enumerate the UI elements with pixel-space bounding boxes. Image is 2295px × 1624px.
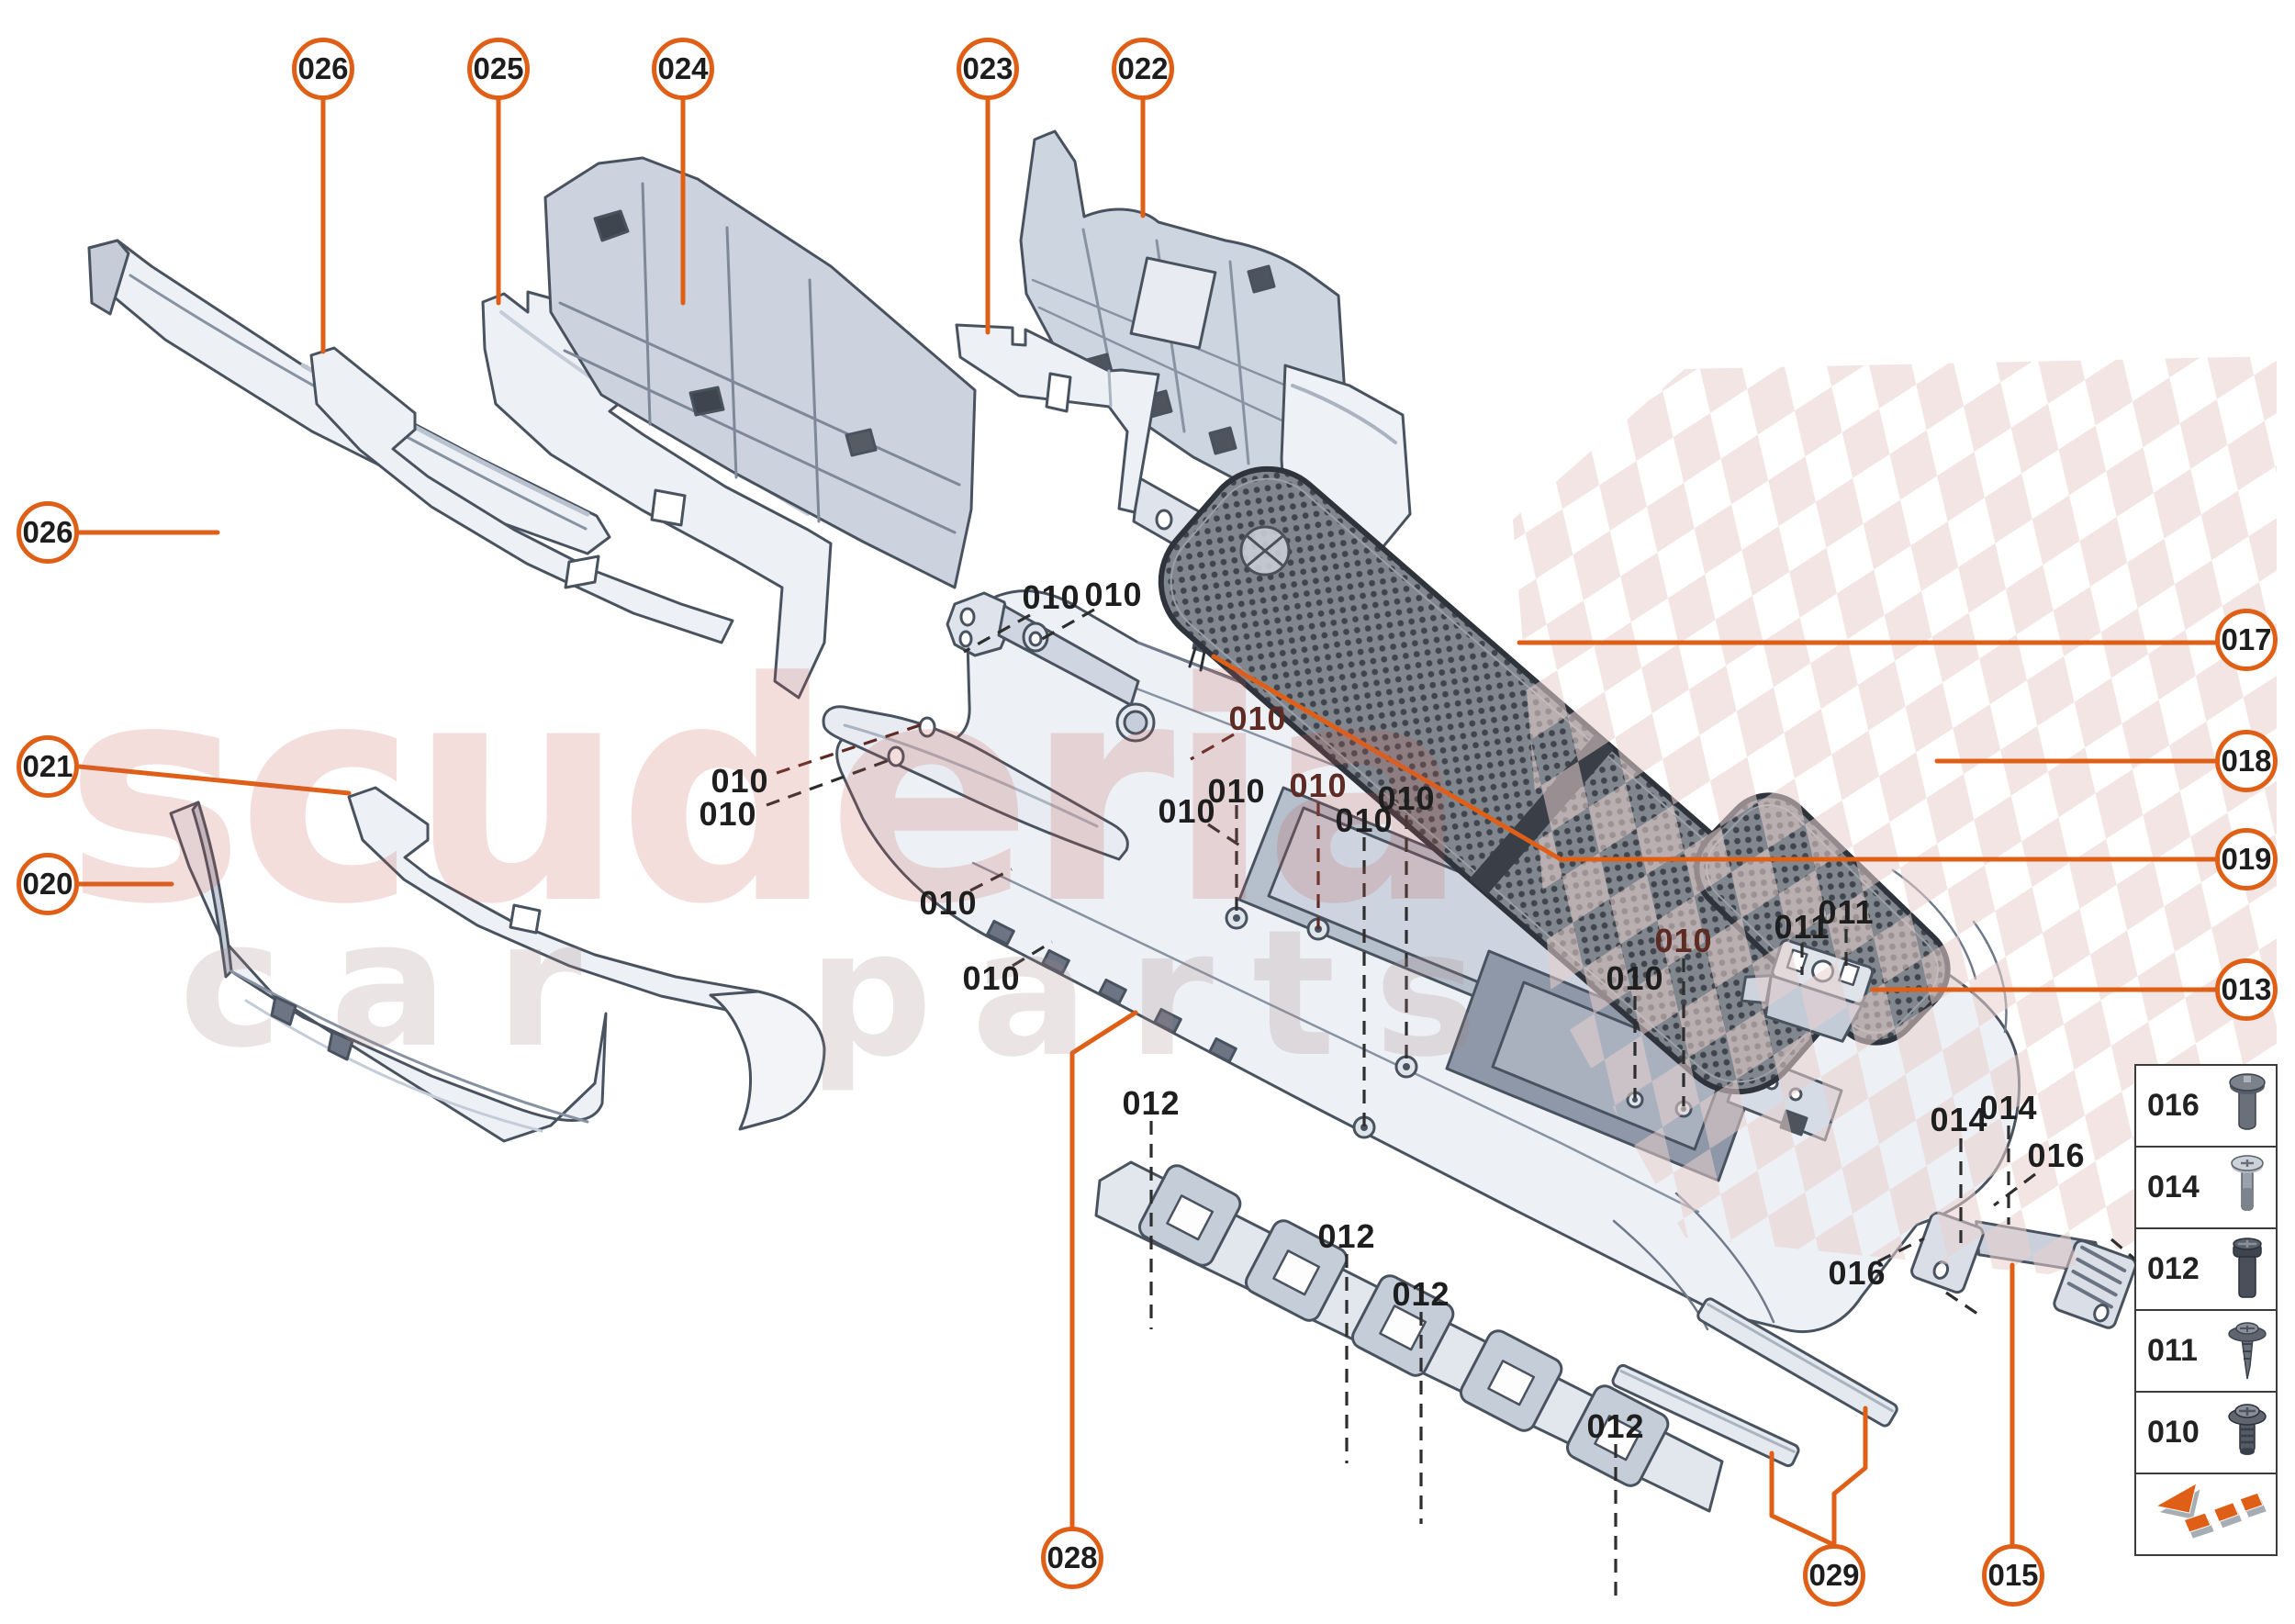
- part-ref-label-010: 010: [699, 795, 757, 833]
- part-ref-label-012: 012: [1122, 1084, 1181, 1122]
- callout-026-left[interactable]: 026: [17, 501, 79, 564]
- legend-code: 011: [2147, 1333, 2198, 1368]
- part-ref-label-010: 010: [711, 762, 769, 800]
- insulation-panel-023: [955, 323, 1160, 514]
- part-ref-label-010: 010: [919, 884, 978, 922]
- legend-row-010: 010: [2136, 1393, 2276, 1474]
- part-ref-label-011: 011: [1818, 893, 1875, 931]
- part-ref-label-010: 010: [1606, 959, 1664, 997]
- legend-logo-cell: [2136, 1474, 2276, 1554]
- callout-leader-lines: [76, 97, 2218, 1547]
- part-ref-label-012: 012: [1317, 1217, 1376, 1255]
- legend-code: 010: [2147, 1415, 2200, 1450]
- part-ref-label-014: 014: [1979, 1089, 2038, 1126]
- part-ref-label-010: 010: [1022, 578, 1080, 616]
- sill-strips-029: [1611, 1297, 1898, 1468]
- part-ref-label-010: 010: [1654, 922, 1713, 959]
- legend-code: 012: [2147, 1251, 2200, 1286]
- legend-code: 014: [2147, 1170, 2200, 1204]
- fastener-leader-dashes: [766, 608, 2143, 1599]
- part-ref-label-010: 010: [1377, 779, 1436, 817]
- callout-022[interactable]: 022: [1112, 38, 1174, 100]
- part-ref-label-016: 016: [1828, 1254, 1886, 1292]
- mounting-rail-028: [1094, 1160, 1724, 1513]
- part-ref-label-010: 010: [1084, 576, 1143, 613]
- ribbed-panel-024: [543, 156, 977, 589]
- part-ref-label-010: 010: [1207, 772, 1266, 810]
- part-ref-label-010: 010: [1335, 801, 1394, 839]
- legend-row-014: 014: [2136, 1148, 2276, 1229]
- callout-021[interactable]: 021: [17, 735, 79, 798]
- insulation-strip-021: [347, 786, 826, 1131]
- legend-code: 016: [2147, 1088, 2200, 1123]
- callout-017[interactable]: 017: [2215, 609, 2278, 671]
- flange-head-screw-icon: [2226, 1400, 2268, 1466]
- part-ref-label-010: 010: [1228, 700, 1287, 737]
- callout-018[interactable]: 018: [2215, 730, 2278, 792]
- checkered-flag-watermark: [1513, 356, 2277, 1274]
- callout-026-top[interactable]: 026: [292, 38, 354, 100]
- lower-tray-020: [169, 801, 608, 1143]
- callout-029[interactable]: 029: [1803, 1544, 1865, 1607]
- callout-023[interactable]: 023: [957, 38, 1019, 100]
- part-ref-label-010: 010: [1158, 792, 1216, 830]
- callout-025[interactable]: 025: [467, 38, 530, 100]
- callout-024[interactable]: 024: [652, 38, 714, 100]
- self-tapping-screw-icon: [2226, 1318, 2268, 1384]
- part-ref-label-014: 014: [1930, 1101, 1988, 1138]
- legend-row-016: 016: [2136, 1066, 2276, 1148]
- fastener-legend-table: 016 014 012: [2134, 1064, 2278, 1556]
- callout-013[interactable]: 013: [2215, 958, 2278, 1021]
- pan-head-screw-icon: [2226, 1154, 2268, 1221]
- part-ref-label-012: 012: [1392, 1275, 1450, 1313]
- callout-019[interactable]: 019: [2215, 828, 2278, 890]
- part-ref-label-012: 012: [1586, 1407, 1645, 1445]
- part-ref-label-010: 010: [962, 959, 1021, 997]
- part-ref-label-010: 010: [1289, 767, 1348, 804]
- part-ref-label-016: 016: [2027, 1137, 2086, 1174]
- legend-row-011: 011: [2136, 1311, 2276, 1393]
- legend-row-012: 012: [2136, 1229, 2276, 1311]
- scuderia-arrow-logo-icon: [2147, 1480, 2268, 1550]
- cylinder-head-screw-icon: [2226, 1237, 2268, 1303]
- callout-020[interactable]: 020: [17, 853, 79, 915]
- dome-rivet-screw-icon: [2226, 1072, 2268, 1139]
- insulation-panel-026: [309, 346, 734, 644]
- part-ref-label-011: 011: [1774, 908, 1830, 946]
- callout-015[interactable]: 015: [1982, 1544, 2044, 1607]
- callout-028[interactable]: 028: [1041, 1527, 1103, 1589]
